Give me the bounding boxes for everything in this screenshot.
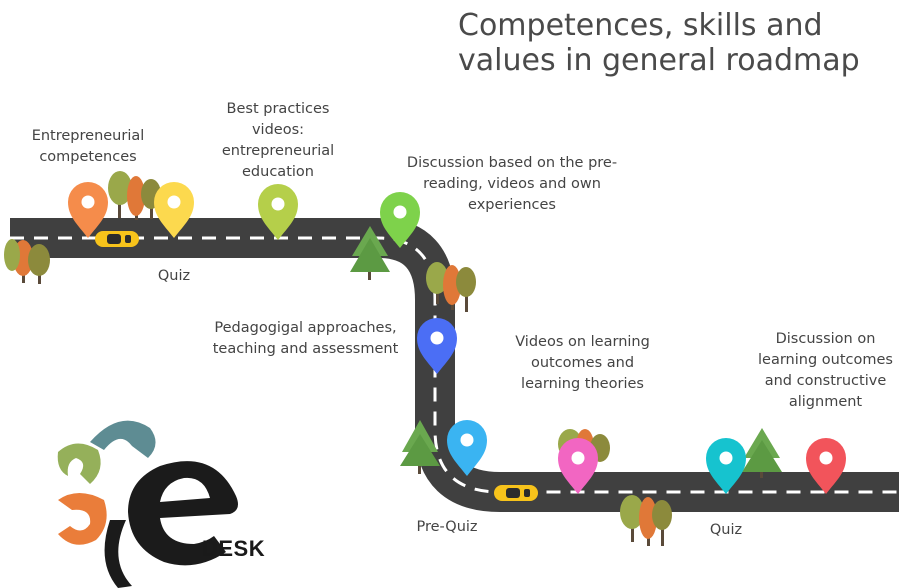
- map-pin-icon-yellow: [154, 182, 194, 238]
- tree-cluster-left: [4, 239, 50, 284]
- label-videos-learning-outcomes: Videos on learning outcomes and learning…: [515, 334, 650, 392]
- map-pin-icon-sky: [447, 420, 487, 476]
- pine-tree-bottom-left: [400, 420, 440, 474]
- label-entrepreneurial-competences: Entrepreneurial competences: [31, 128, 145, 165]
- label-quiz-1: Quiz: [157, 268, 191, 284]
- map-pin-icon-lime: [258, 184, 298, 240]
- map-pin-icon-orange: [68, 182, 108, 238]
- logo-text: DESK: [202, 536, 266, 561]
- map-pin-icon-red: [806, 438, 846, 494]
- page-title: Competences, skills and values in genera…: [458, 8, 860, 78]
- map-pin-icon-teal: [706, 438, 746, 494]
- car-icon-top: [95, 231, 139, 247]
- desk-logo: [57, 420, 238, 588]
- label-best-practices-videos: Best practices videos: entrepreneurial e…: [221, 101, 335, 180]
- label-pedagogical-approaches: Pedagogigal approaches, teaching and ass…: [212, 320, 399, 357]
- car-icon-bottom: [494, 485, 538, 501]
- tree-cluster-curve: [426, 262, 476, 312]
- tree-cluster-top: [108, 171, 161, 220]
- map-pin-icon-blue: [417, 318, 457, 374]
- tree-cluster-bottom: [620, 495, 672, 546]
- label-pre-quiz: Pre-Quiz: [416, 519, 478, 535]
- logo-petal-green: [57, 443, 101, 484]
- logo-petal-orange: [58, 493, 107, 545]
- pine-tree-top: [350, 226, 390, 280]
- pine-tree-right: [742, 428, 782, 478]
- logo-letter-e: [128, 461, 238, 566]
- logo-tail: [104, 520, 132, 588]
- label-quiz-2: Quiz: [709, 522, 743, 538]
- logo-petal-teal: [90, 420, 156, 458]
- label-discussion-learning-outcomes: Discussion on learning outcomes and cons…: [758, 331, 893, 410]
- label-discussion-pre-reading: Discussion based on the pre-reading, vid…: [406, 155, 618, 213]
- map-pin-icon-green: [380, 192, 420, 248]
- map-pin-icon-pink: [558, 438, 598, 494]
